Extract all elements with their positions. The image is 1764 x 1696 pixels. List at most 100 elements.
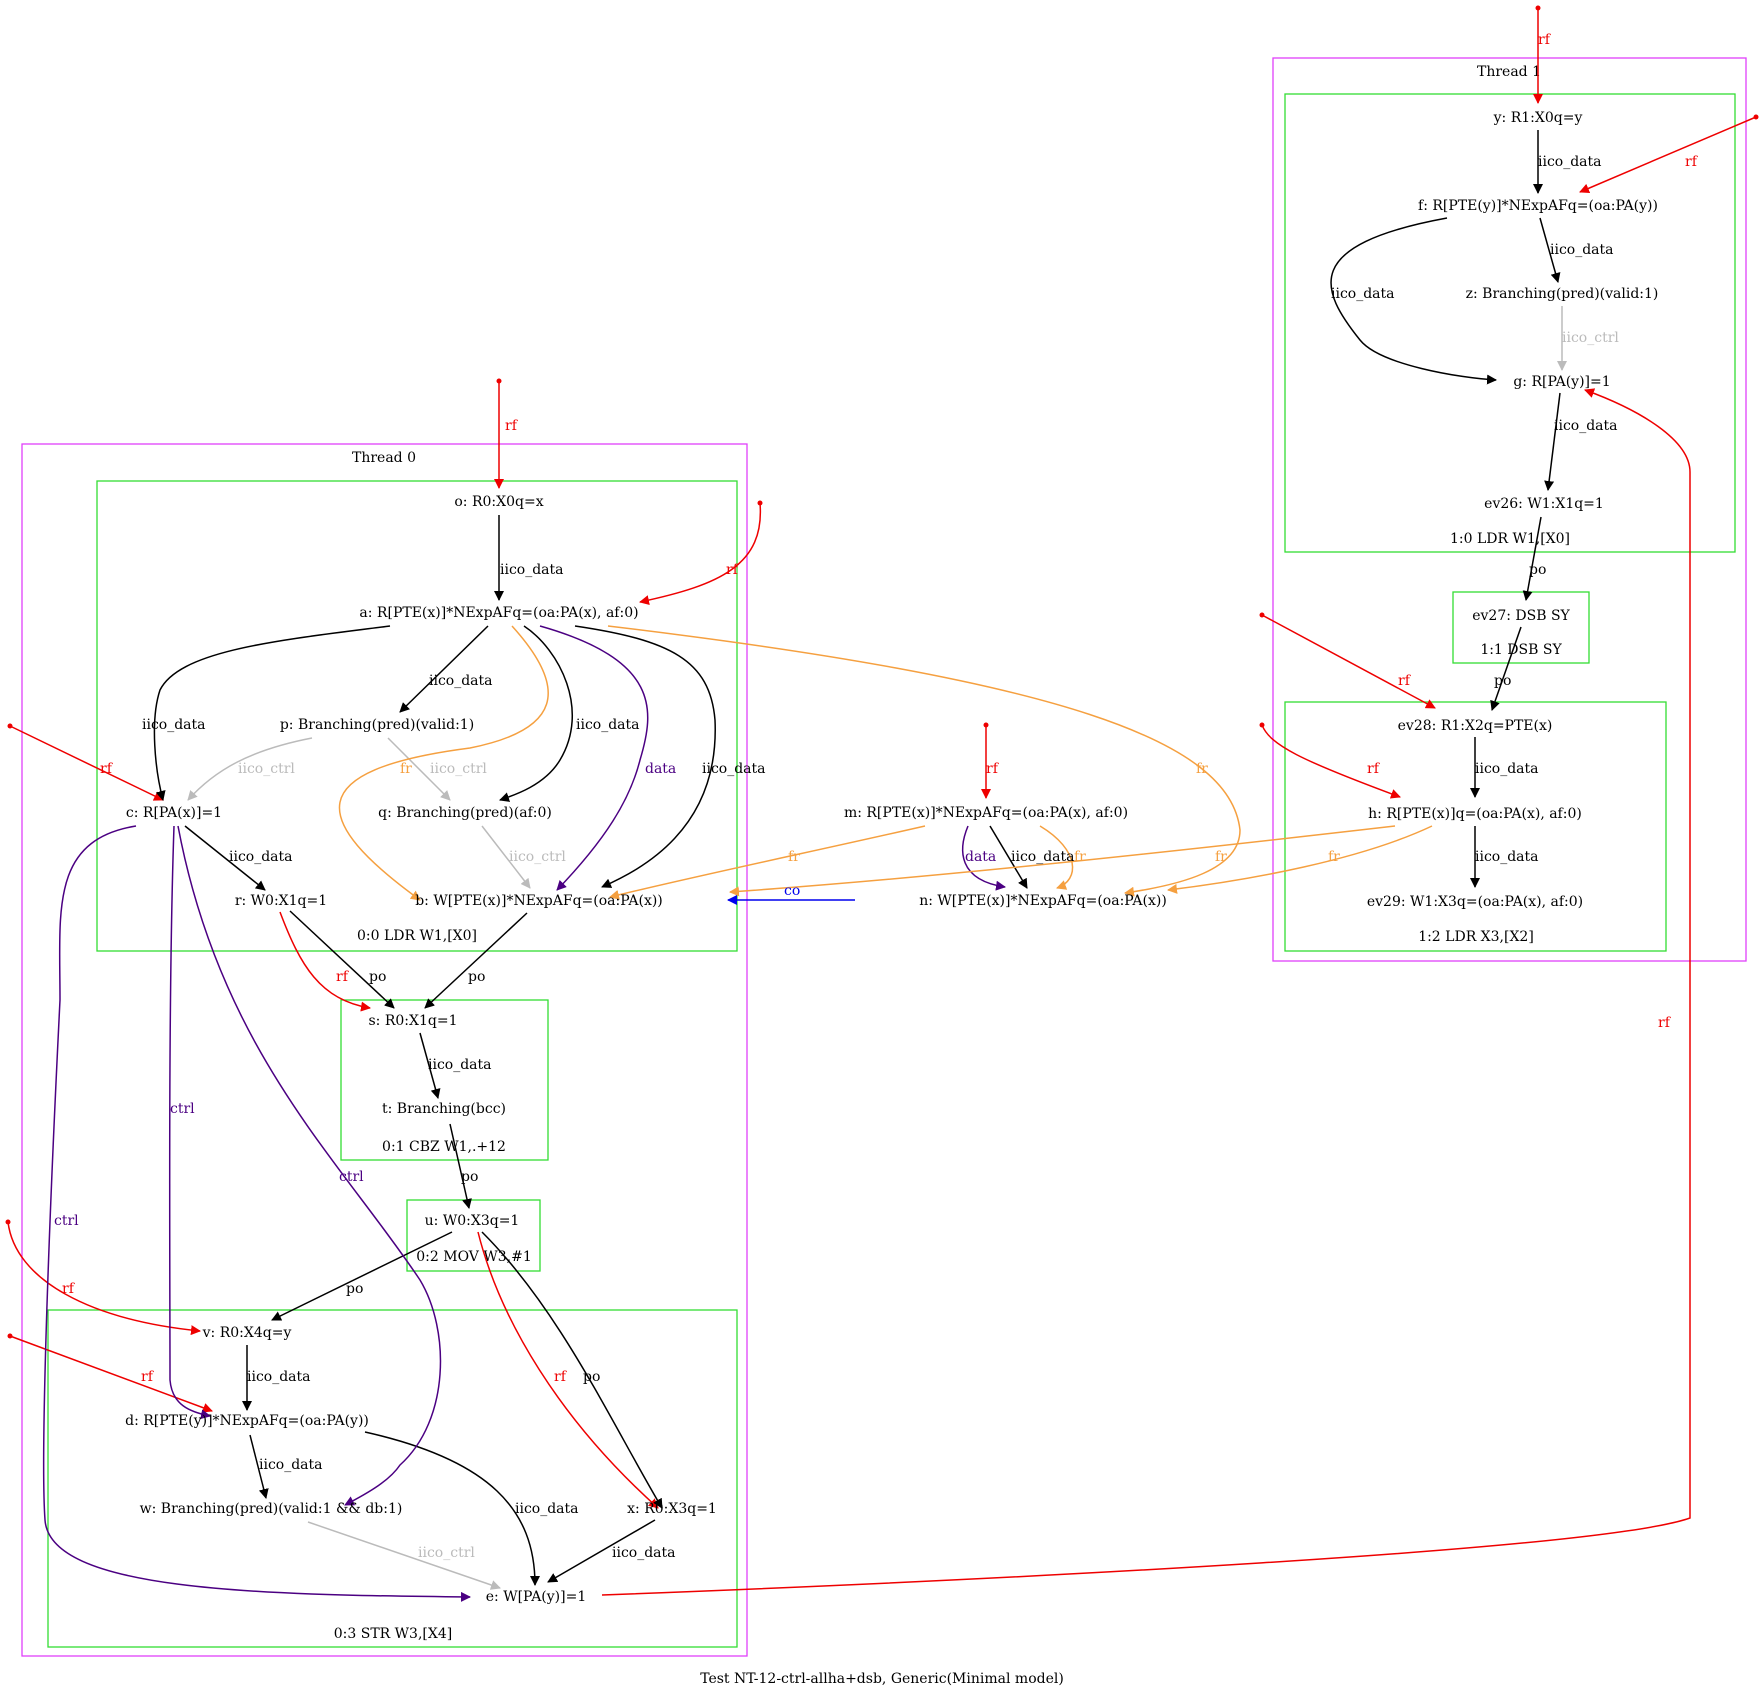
fr-edge-h-b (729, 825, 1396, 897)
fr-edge-m-b (609, 825, 926, 900)
ctrl-edge-c-e (42, 825, 471, 1602)
rf-edge-ext-a (639, 502, 762, 606)
node-r: r: W0:X1q=1 (235, 893, 327, 909)
rf-edge-u-x (477, 1231, 659, 1509)
edge-label-rf: rf (1538, 32, 1552, 48)
node-y: y: R1:X0q=y (1493, 110, 1583, 126)
instr-0-1-box (340, 999, 549, 1161)
iico-ctrl-edge-w-e (307, 1521, 501, 1590)
edge-label-rf: rf (62, 1281, 76, 1297)
edges (5, 5, 1759, 1602)
edge-label-rf: rf (986, 761, 1000, 777)
edge-label-fr: fr (788, 849, 800, 865)
instr-0-2-box (406, 1199, 541, 1272)
node-a: a: R[PTE(x)]*NExpAFq=(oa:PA(x), af:0) (359, 605, 638, 621)
rf-edge-ext-v (7, 1221, 201, 1336)
edge-label-fr: fr (1328, 849, 1340, 865)
edge-label-po: po (369, 969, 386, 985)
rf-edge-ext-c (9, 725, 164, 801)
node-f: f: R[PTE(y)]*NExpAFq=(oa:PA(y)) (1418, 198, 1658, 214)
thread1-box (1272, 57, 1747, 962)
iico-data-edge-a-b (574, 625, 716, 888)
node-v: v: R0:X4q=y (202, 1325, 292, 1341)
edge-labels: rf rf rf rf rf rf rf rf rf rf rf rf rf p… (54, 32, 1699, 1561)
node-z: z: Branching(pred)(valid:1) (1466, 286, 1659, 302)
edge-label-iico-ctrl: iico_ctrl (509, 849, 566, 865)
edge-label-fr: fr (1196, 761, 1208, 777)
po-edge-u-x (481, 1231, 663, 1509)
iico-ctrl-edge-p-c (187, 737, 313, 801)
edge-label-iico-data: iico_data (1550, 242, 1614, 258)
edge-label-po: po (346, 1281, 363, 1297)
node-ev29: ev29: W1:X3q=(oa:PA(x), af:0) (1367, 894, 1583, 910)
fr-edge-m-n (1039, 825, 1074, 890)
edge-label-rf: rf (141, 1369, 155, 1385)
po-edge-b-s (424, 912, 528, 1009)
edge-label-rf: rf (1398, 673, 1412, 689)
edge-label-rf: rf (1367, 761, 1381, 777)
nodes: o: R0:X0q=x a: R[PTE(x)]*NExpAFq=(oa:PA(… (125, 110, 1658, 1605)
edge-label-iico-ctrl: iico_ctrl (430, 761, 487, 777)
iico-data-edge-m-n (989, 825, 1028, 889)
instr-0-1-label: 0:1 CBZ W1,.+12 (382, 1139, 506, 1155)
po-edge-ev26-ev27 (1522, 516, 1542, 601)
node-t: t: Branching(bcc) (382, 1101, 506, 1117)
edge-label-data: data (645, 761, 676, 777)
rf-edge-e-g (601, 388, 1691, 1596)
edge-label-iico-data: iico_data (612, 1545, 676, 1561)
po-edge-u-v (271, 1231, 453, 1321)
edge-label-fr: fr (400, 761, 412, 777)
edge-label-rf: rf (726, 562, 740, 578)
edge-label-rf: rf (1658, 1015, 1672, 1031)
node-d: d: R[PTE(y)]*NExpAFq=(oa:PA(y)) (125, 1413, 369, 1429)
rf-edge-r-s (279, 911, 371, 1012)
po-edge-ev27-ev28 (1490, 626, 1522, 711)
instr-1-0-label: 1:0 LDR W1,[X0] (1450, 531, 1570, 547)
edge-label-po: po (1529, 562, 1546, 578)
instr-0-0-box (96, 480, 738, 952)
edge-label-iico-data: iico_data (1554, 418, 1618, 434)
node-g: g: R[PA(y)]=1 (1513, 374, 1610, 390)
edge-label-iico-data: iico_data (1331, 286, 1395, 302)
edge-label-iico-data: iico_data (1475, 761, 1539, 777)
data-edge-m-n (962, 825, 1006, 891)
data-edge-a-b (539, 625, 649, 891)
edge-label-iico-data: iico_data (515, 1501, 579, 1517)
instr-0-2-label: 0:2 MOV W3,#1 (416, 1249, 532, 1265)
clusters: Thread 0 Thread 1 0:0 LDR W1,[X0] 0:1 CB… (21, 57, 1747, 1657)
edge-label-ctrl: ctrl (170, 1101, 195, 1117)
edge-label-iico-ctrl: iico_ctrl (238, 761, 295, 777)
edge-label-iico-data: iico_data (247, 1369, 311, 1385)
edge-label-rf: rf (100, 761, 114, 777)
fr-edge-h-n (1167, 825, 1433, 894)
node-ev28: ev28: R1:X2q=PTE(x) (1398, 718, 1553, 734)
edge-label-po: po (583, 1369, 600, 1385)
instr-1-1-label: 1:1 DSB SY (1480, 642, 1562, 658)
edge-label-iico-data: iico_data (576, 717, 640, 733)
node-w: w: Branching(pred)(valid:1 && db:1) (140, 1501, 403, 1517)
rf-edge-ext-d (9, 1335, 213, 1413)
edge-label-rf: rf (505, 418, 519, 434)
iico-data-edge-x-e (547, 1519, 656, 1583)
po-edge-r-s (289, 910, 395, 1009)
edge-label-po: po (1494, 673, 1511, 689)
iico-data-edge-d-w (249, 1434, 269, 1499)
instr-1-2-box (1284, 701, 1667, 952)
edge-label-iico-ctrl: iico_ctrl (1562, 330, 1619, 346)
thread1-label: Thread 1 (1477, 64, 1541, 80)
node-e: e: W[PA(y)]=1 (486, 1589, 586, 1605)
iico-data-edge-a-c (153, 625, 391, 801)
edge-label-rf: rf (1685, 154, 1699, 170)
iico-data-edge-a-q (499, 625, 573, 802)
node-c: c: R[PA(x)]=1 (126, 805, 222, 821)
edge-label-co: co (784, 883, 800, 899)
instr-0-3-label: 0:3 STR W3,[X4] (334, 1626, 452, 1642)
edge-label-ctrl: ctrl (339, 1169, 364, 1185)
po-edge-t-u (449, 1123, 472, 1209)
edge-label-data: data (965, 849, 996, 865)
node-b: b: W[PTE(x)]*NExpAFq=(oa:PA(x)) (415, 893, 663, 909)
node-h: h: R[PTE(x)]q=(oa:PA(x), af:0) (1368, 806, 1582, 822)
node-p: p: Branching(pred)(valid:1) (280, 717, 474, 733)
edge-label-po: po (468, 969, 485, 985)
edge-label-iico-data: iico_data (500, 562, 564, 578)
